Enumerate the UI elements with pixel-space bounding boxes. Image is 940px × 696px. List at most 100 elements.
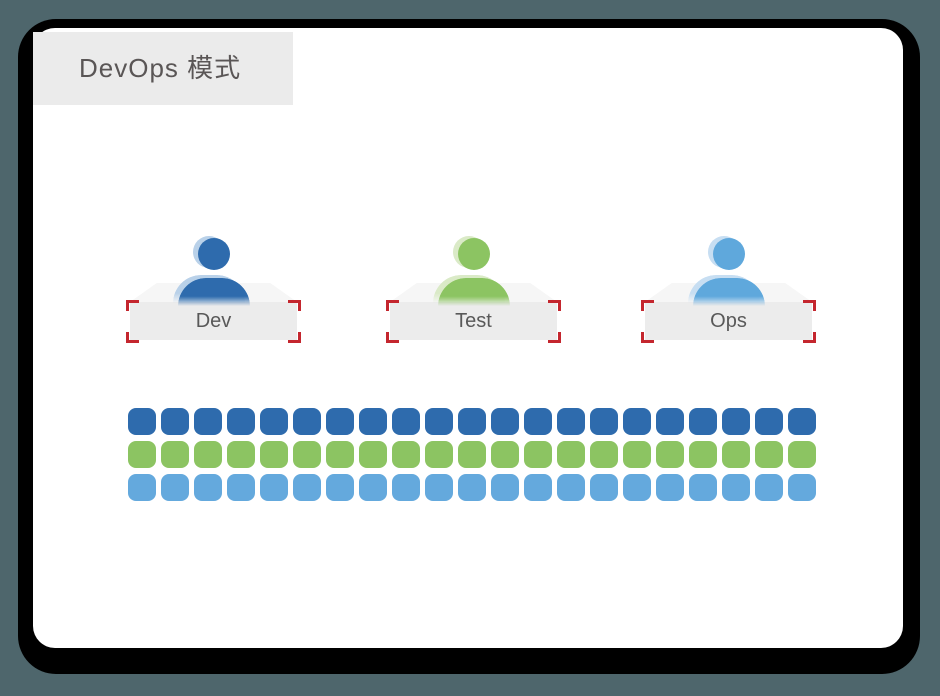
ops-desk-front: Ops <box>641 300 816 343</box>
unit-square <box>260 408 288 435</box>
bracket-top-left-icon <box>641 300 654 311</box>
role-test: Test <box>386 236 561 343</box>
bracket-top-right-icon <box>548 300 561 311</box>
unit-square <box>590 408 618 435</box>
unit-square <box>557 474 585 501</box>
unit-square <box>128 408 156 435</box>
unit-square <box>458 474 486 501</box>
unit-square <box>491 474 519 501</box>
test-desk-front: Test <box>386 300 561 343</box>
bracket-top-right-icon <box>803 300 816 311</box>
unit-square <box>788 441 816 468</box>
unit-square <box>161 408 189 435</box>
bracket-bottom-right-icon <box>548 332 561 343</box>
unit-square <box>293 474 321 501</box>
unit-square <box>524 441 552 468</box>
unit-square <box>227 408 255 435</box>
bracket-bottom-left-icon <box>641 332 654 343</box>
role-dev: Dev <box>126 236 301 343</box>
role-label-ops: Ops <box>710 310 747 332</box>
unit-square <box>194 441 222 468</box>
unit-square <box>590 474 618 501</box>
unit-square <box>293 441 321 468</box>
bracket-bottom-left-icon <box>386 332 399 343</box>
unit-square <box>689 441 717 468</box>
unit-square <box>755 441 783 468</box>
unit-square <box>722 474 750 501</box>
test-head <box>457 238 490 270</box>
slide-card: DevOps 模式 Dev <box>33 28 903 648</box>
bracket-top-left-icon <box>386 300 399 311</box>
unit-square <box>128 474 156 501</box>
unit-square <box>392 408 420 435</box>
title-box: DevOps 模式 <box>33 32 293 105</box>
bracket-bottom-right-icon <box>803 332 816 343</box>
unit-square <box>293 408 321 435</box>
unit-square <box>161 474 189 501</box>
unit-square <box>458 408 486 435</box>
ops-head <box>712 238 745 270</box>
bracket-top-left-icon <box>126 300 139 311</box>
unit-square <box>161 441 189 468</box>
unit-square <box>392 474 420 501</box>
unit-square <box>557 441 585 468</box>
unit-square <box>656 474 684 501</box>
unit-square <box>524 474 552 501</box>
unit-square <box>557 408 585 435</box>
dev-head <box>197 238 230 270</box>
unit-square <box>425 408 453 435</box>
unit-square <box>359 408 387 435</box>
unit-square <box>425 474 453 501</box>
unit-square <box>788 408 816 435</box>
ops-body <box>692 278 765 306</box>
unit-square <box>656 408 684 435</box>
bracket-bottom-right-icon <box>288 332 301 343</box>
dev-person-icon <box>172 236 250 306</box>
ops-person-icon <box>687 236 765 306</box>
unit-square <box>227 441 255 468</box>
test-body <box>437 278 510 306</box>
unit-square <box>623 408 651 435</box>
test-person-icon <box>432 236 510 306</box>
unit-grid <box>128 408 816 501</box>
unit-row-dev <box>128 408 816 435</box>
unit-square <box>689 408 717 435</box>
slide-frame: DevOps 模式 Dev <box>18 19 920 674</box>
unit-square <box>524 408 552 435</box>
bracket-bottom-left-icon <box>126 332 139 343</box>
unit-square <box>722 441 750 468</box>
unit-square <box>689 474 717 501</box>
dev-body <box>177 278 250 306</box>
role-label-dev: Dev <box>195 310 232 332</box>
unit-square <box>656 441 684 468</box>
unit-row-test <box>128 441 816 468</box>
unit-square <box>458 441 486 468</box>
unit-square <box>755 408 783 435</box>
unit-square <box>128 441 156 468</box>
unit-square <box>788 474 816 501</box>
unit-square <box>260 441 288 468</box>
unit-square <box>359 474 387 501</box>
dev-desk-front: Dev <box>126 300 301 343</box>
unit-square <box>260 474 288 501</box>
role-ops: Ops <box>641 236 816 343</box>
unit-row-ops <box>128 474 816 501</box>
unit-square <box>227 474 255 501</box>
unit-square <box>326 441 354 468</box>
unit-square <box>491 408 519 435</box>
ops-desk: Ops <box>641 283 816 343</box>
role-label-test: Test <box>455 310 492 332</box>
page-title: DevOps 模式 <box>79 53 242 83</box>
unit-square <box>359 441 387 468</box>
unit-square <box>425 441 453 468</box>
unit-square <box>623 441 651 468</box>
unit-square <box>194 408 222 435</box>
unit-square <box>326 408 354 435</box>
unit-square <box>623 474 651 501</box>
bracket-top-right-icon <box>288 300 301 311</box>
unit-square <box>755 474 783 501</box>
unit-square <box>590 441 618 468</box>
unit-square <box>722 408 750 435</box>
unit-square <box>194 474 222 501</box>
